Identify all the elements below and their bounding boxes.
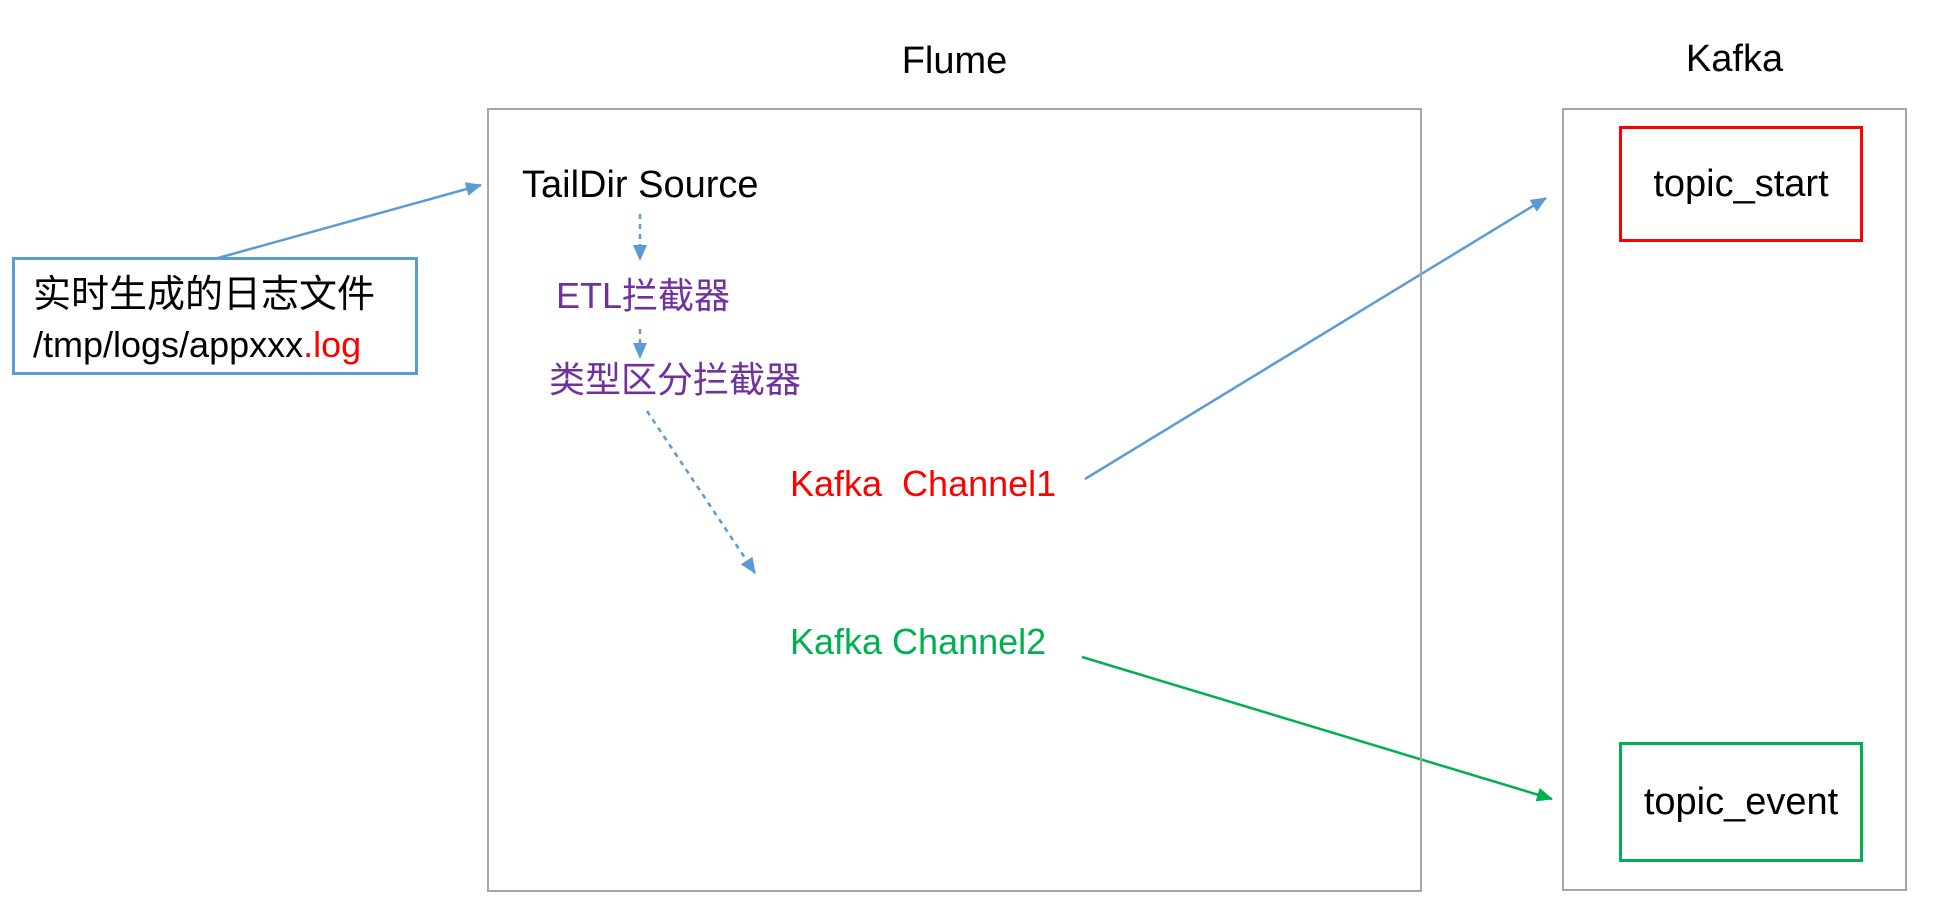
flume-container [487, 108, 1422, 892]
log-file-extension: .log [303, 324, 362, 366]
topic-start-box: topic_start [1619, 126, 1863, 242]
topic-start-label: topic_start [1653, 163, 1829, 205]
log-file-path: /tmp/logs/appxxx.log [33, 321, 415, 370]
etl-interceptor-label: ETL拦截器 [556, 275, 731, 316]
log-file-description: 实时生成的日志文件 [33, 274, 376, 316]
taildir-source-label: TailDir Source [522, 164, 759, 206]
arrow-logfile-to-flume [217, 182, 482, 260]
kafka-channel2-label: Kafka Channel2 [790, 621, 1047, 662]
flume-title: Flume [901, 40, 1008, 82]
log-file-path-base: /tmp/logs/appxxx [33, 324, 304, 366]
topic-event-label: topic_event [1643, 781, 1839, 823]
log-file-box: 实时生成的日志文件 /tmp/logs/appxxx.log [12, 257, 418, 375]
kafka-title: Kafka [1685, 38, 1784, 80]
kafka-channel1-label: Kafka Channel1 [790, 463, 1057, 504]
kafka-container [1562, 108, 1907, 891]
topic-event-box: topic_event [1619, 742, 1863, 862]
type-split-interceptor-label: 类型区分拦截器 [549, 359, 802, 400]
